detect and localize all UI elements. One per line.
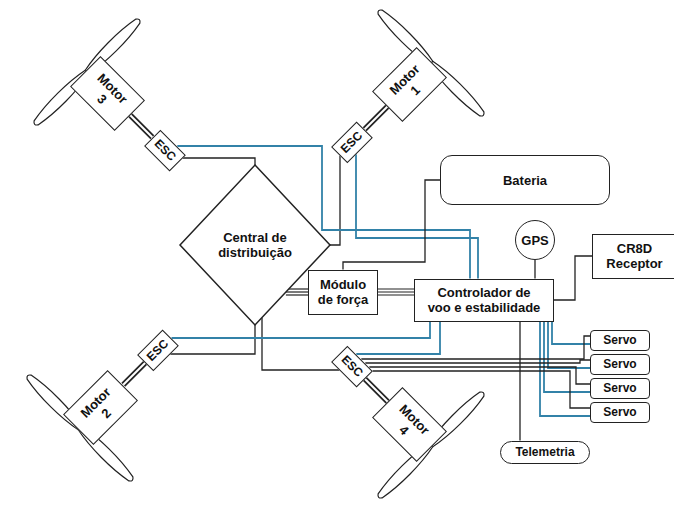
wire-line	[262, 318, 340, 371]
node-label: Motor 4	[384, 398, 436, 450]
servo-box: Servo	[590, 330, 650, 351]
power-wire	[361, 336, 590, 359]
node-label: Telemetria	[515, 445, 574, 460]
node-label: ESC	[338, 352, 366, 380]
gps-circle: GPS	[515, 220, 555, 260]
node-label: Motor 1	[384, 58, 436, 110]
motor-cable	[123, 363, 145, 385]
wire-line	[170, 325, 255, 354]
node-label: ESC	[151, 136, 179, 164]
telemetry-box: Telemetria	[500, 441, 590, 464]
power-wire	[343, 180, 440, 270]
servo-box: Servo	[590, 354, 650, 375]
node-label: Servo	[603, 381, 636, 396]
wire-line	[369, 367, 590, 384]
power-wire	[262, 318, 340, 371]
power-module-box: Módulo de força	[308, 270, 378, 315]
cable-inner	[130, 115, 152, 137]
wire-line	[361, 336, 590, 359]
signal-wire	[356, 322, 440, 355]
node-label: Motor 2	[75, 381, 127, 433]
node-label: Servo	[603, 333, 636, 348]
cable-strand	[378, 291, 414, 292]
wire-line	[540, 322, 590, 417]
servo-box: Servo	[590, 402, 650, 423]
motor-cable	[365, 106, 388, 129]
node-label: ESC	[338, 128, 366, 156]
receiver-box: CR8D Receptor	[592, 234, 674, 279]
node-label: ESC	[144, 336, 172, 364]
cable-inner	[365, 106, 388, 129]
node-label: Servo	[603, 357, 636, 372]
motor-cable	[365, 379, 388, 402]
wire-line	[356, 322, 440, 355]
power-wire	[330, 156, 340, 246]
wire-line	[544, 322, 590, 393]
power-wire	[183, 158, 256, 165]
cable-inner	[365, 379, 388, 402]
cable-strand	[378, 294, 414, 295]
wire-line	[172, 322, 431, 339]
motor-cable	[130, 115, 152, 137]
signal-wire	[172, 322, 431, 339]
cable-outer	[123, 363, 145, 385]
signal-wire	[544, 322, 590, 393]
power-wire	[554, 256, 592, 300]
servo-box: Servo	[590, 378, 650, 399]
node-label: Módulo de força	[313, 277, 373, 307]
power-wire	[378, 289, 414, 295]
node-label: CR8D Receptor	[600, 241, 670, 271]
cable-strand	[286, 294, 308, 295]
cable-outer	[130, 115, 152, 137]
wire-line	[534, 260, 535, 279]
cable-strand	[378, 288, 414, 289]
power-wire	[520, 322, 521, 441]
wire-line	[519, 322, 520, 441]
cable-strand	[286, 291, 308, 292]
wire-line	[343, 180, 440, 270]
node-label: Servo	[603, 405, 636, 420]
wire-line	[365, 360, 590, 363]
node-label: Bateria	[503, 173, 547, 188]
node-label: Central de distribuição	[205, 230, 305, 260]
power-wire	[365, 360, 590, 363]
flight-controller-box: Controlador de voo e estabilidade	[414, 279, 554, 322]
cable-inner	[123, 363, 145, 385]
battery-box: Bateria	[440, 155, 610, 205]
power-wire	[286, 289, 308, 295]
power-wire	[170, 325, 255, 354]
node-label: Motor 3	[82, 67, 134, 119]
cable-outer	[365, 106, 388, 129]
signal-wire	[540, 322, 590, 417]
power-wire	[369, 367, 590, 384]
node-label: GPS	[521, 233, 548, 248]
wire-line	[330, 156, 340, 246]
node-label: Controlador de voo e estabilidade	[426, 285, 542, 315]
power-wire	[535, 260, 536, 279]
wire-line	[554, 256, 592, 300]
cable-outer	[365, 379, 388, 402]
wire-line	[183, 158, 256, 165]
